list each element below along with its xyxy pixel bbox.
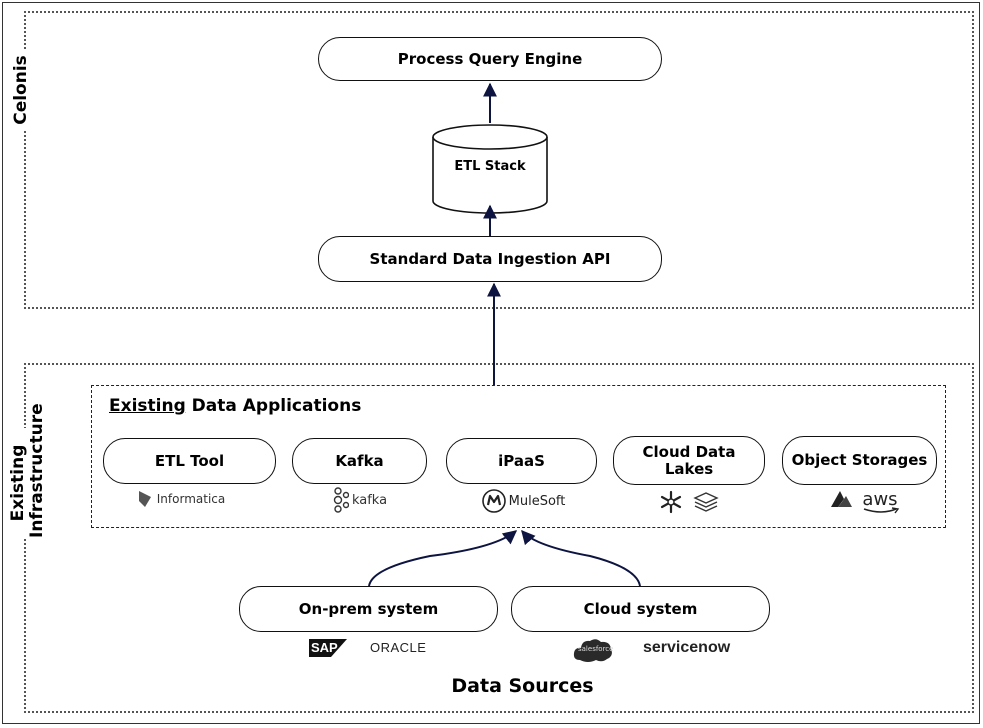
- data-sources-label: Data Sources: [451, 675, 594, 697]
- process-query-engine-node: Process Query Engine: [318, 37, 662, 81]
- kafka-node: Kafka: [292, 438, 427, 484]
- aws-logo: aws: [862, 488, 900, 513]
- salesforce-cloud-icon: [573, 639, 612, 662]
- servicenow-logo: servicenow: [643, 639, 731, 656]
- mulesoft-logo: MuleSoft: [476, 488, 571, 514]
- existing-data-applications-group: [91, 385, 946, 528]
- cloud-data-lakes-node: Cloud Data Lakes: [613, 436, 765, 485]
- kafka-text: kafka: [351, 492, 388, 508]
- celonis-zone: [24, 11, 974, 309]
- sap-badge-icon: [309, 639, 347, 657]
- sap-logo: SAP: [309, 639, 347, 657]
- salesforce-logo: salesforce: [572, 636, 614, 664]
- object-storages-node: Object Storages: [782, 436, 937, 485]
- cloud-system-node: Cloud system: [511, 586, 770, 632]
- aws-smile-icon: [864, 506, 900, 513]
- cloud-data-lakes-logos: [655, 489, 723, 515]
- mulesoft-text: MuleSoft: [508, 493, 566, 509]
- object-storages-logos: aws: [820, 485, 906, 513]
- informatica-logo: Informatica: [130, 488, 230, 510]
- kafka-icon: [333, 487, 349, 513]
- azure-icon: [831, 491, 853, 507]
- existing-title-underlined: Existing: [109, 396, 186, 416]
- existing-infrastructure-line-1: Existing: [8, 444, 28, 522]
- salesforce-text: salesforce: [578, 645, 614, 653]
- informatica-icon: [138, 491, 151, 507]
- snowflake-icon: [660, 490, 682, 514]
- standard-api-node: Standard Data Ingestion API: [318, 236, 662, 282]
- ipaas-node: iPaaS: [446, 438, 597, 484]
- existing-infrastructure-zone: [24, 363, 974, 713]
- informatica-text: Informatica: [156, 492, 226, 506]
- sap-text: SAP: [311, 640, 338, 655]
- existing-infrastructure-zone-label: Existing Infrastructure: [8, 403, 51, 538]
- existing-infrastructure-line-2: Infrastructure: [27, 403, 47, 538]
- kafka-logo: kafka: [325, 487, 395, 513]
- etl-stack-label: ETL Stack: [454, 159, 526, 174]
- aws-text: aws: [862, 488, 898, 510]
- existing-data-applications-title: Existing Data Applications: [109, 396, 361, 416]
- layers-icon: [693, 492, 719, 512]
- celonis-zone-label: Celonis: [11, 50, 32, 130]
- oracle-logo: ORACLE: [370, 640, 427, 655]
- etl-tool-node: ETL Tool: [103, 438, 276, 484]
- mulesoft-icon: [481, 489, 506, 513]
- on-prem-system-node: On-prem system: [239, 586, 498, 632]
- existing-title-rest: Data Applications: [185, 396, 362, 416]
- etl-stack-node: ETL Stack: [431, 123, 549, 215]
